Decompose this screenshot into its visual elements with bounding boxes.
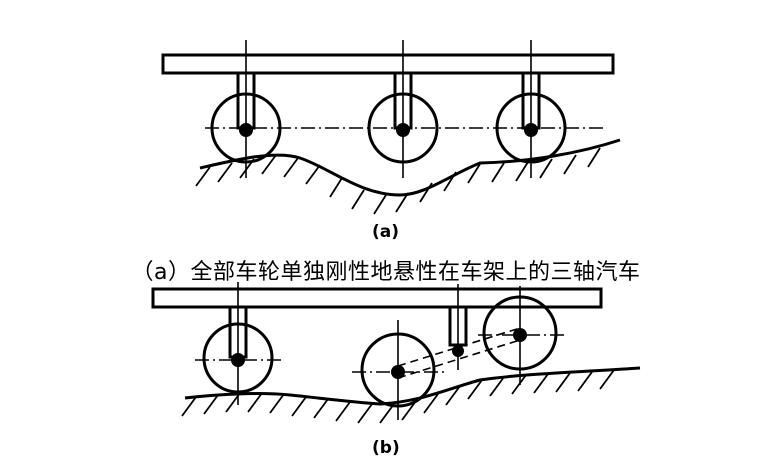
panel-a-label: (a): [372, 222, 400, 242]
panel-b-label: (b): [372, 438, 400, 458]
balance-beam: [397, 327, 521, 379]
figure-caption: （a）全部车轮单独刚性地悬性在车架上的三轴汽车: [131, 260, 641, 285]
hub-dot: [513, 328, 527, 342]
ground-hatching-b: [181, 369, 615, 424]
vehicle-frame-a: [161, 53, 615, 75]
ground-hatching-a: [195, 147, 601, 215]
panel-a: [161, 40, 621, 215]
wheel-a2: [367, 40, 439, 178]
hub-dot: [231, 353, 245, 367]
vehicle-frame-b: [151, 287, 603, 309]
hub-dot: [391, 365, 405, 379]
ground-profile-a: [199, 138, 621, 197]
tandem-wheel-b3: [478, 286, 565, 385]
wheel-a1: [210, 40, 282, 178]
wheel-a3: [495, 40, 567, 178]
tandem-wheel-b2: [352, 320, 445, 420]
panel-b: [151, 282, 641, 424]
hub-dot: [524, 123, 538, 137]
hub-dot: [239, 123, 253, 137]
hub-dot: [396, 123, 410, 137]
wheel-b1: [195, 282, 285, 405]
